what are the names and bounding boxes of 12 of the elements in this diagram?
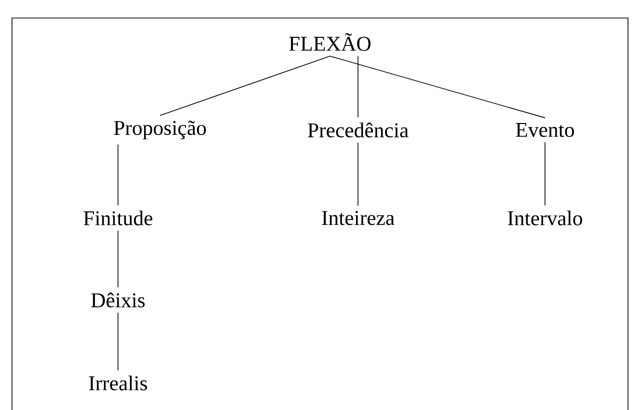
tree-line — [544, 142, 546, 206]
category-label: Finitude — [84, 210, 152, 226]
tree-line — [160, 56, 330, 116]
category-label: Intervalo — [508, 210, 582, 226]
category-label: Dêixis — [91, 292, 145, 308]
category-label: FLEXÃO — [289, 33, 371, 51]
category-label: Precedência — [308, 122, 408, 138]
category-label: Proposição — [114, 120, 206, 140]
tree-line — [330, 56, 546, 118]
category-label: Inteireza — [322, 210, 394, 226]
category-label: Evento — [516, 123, 574, 137]
category-label: Irrealis — [89, 376, 147, 390]
